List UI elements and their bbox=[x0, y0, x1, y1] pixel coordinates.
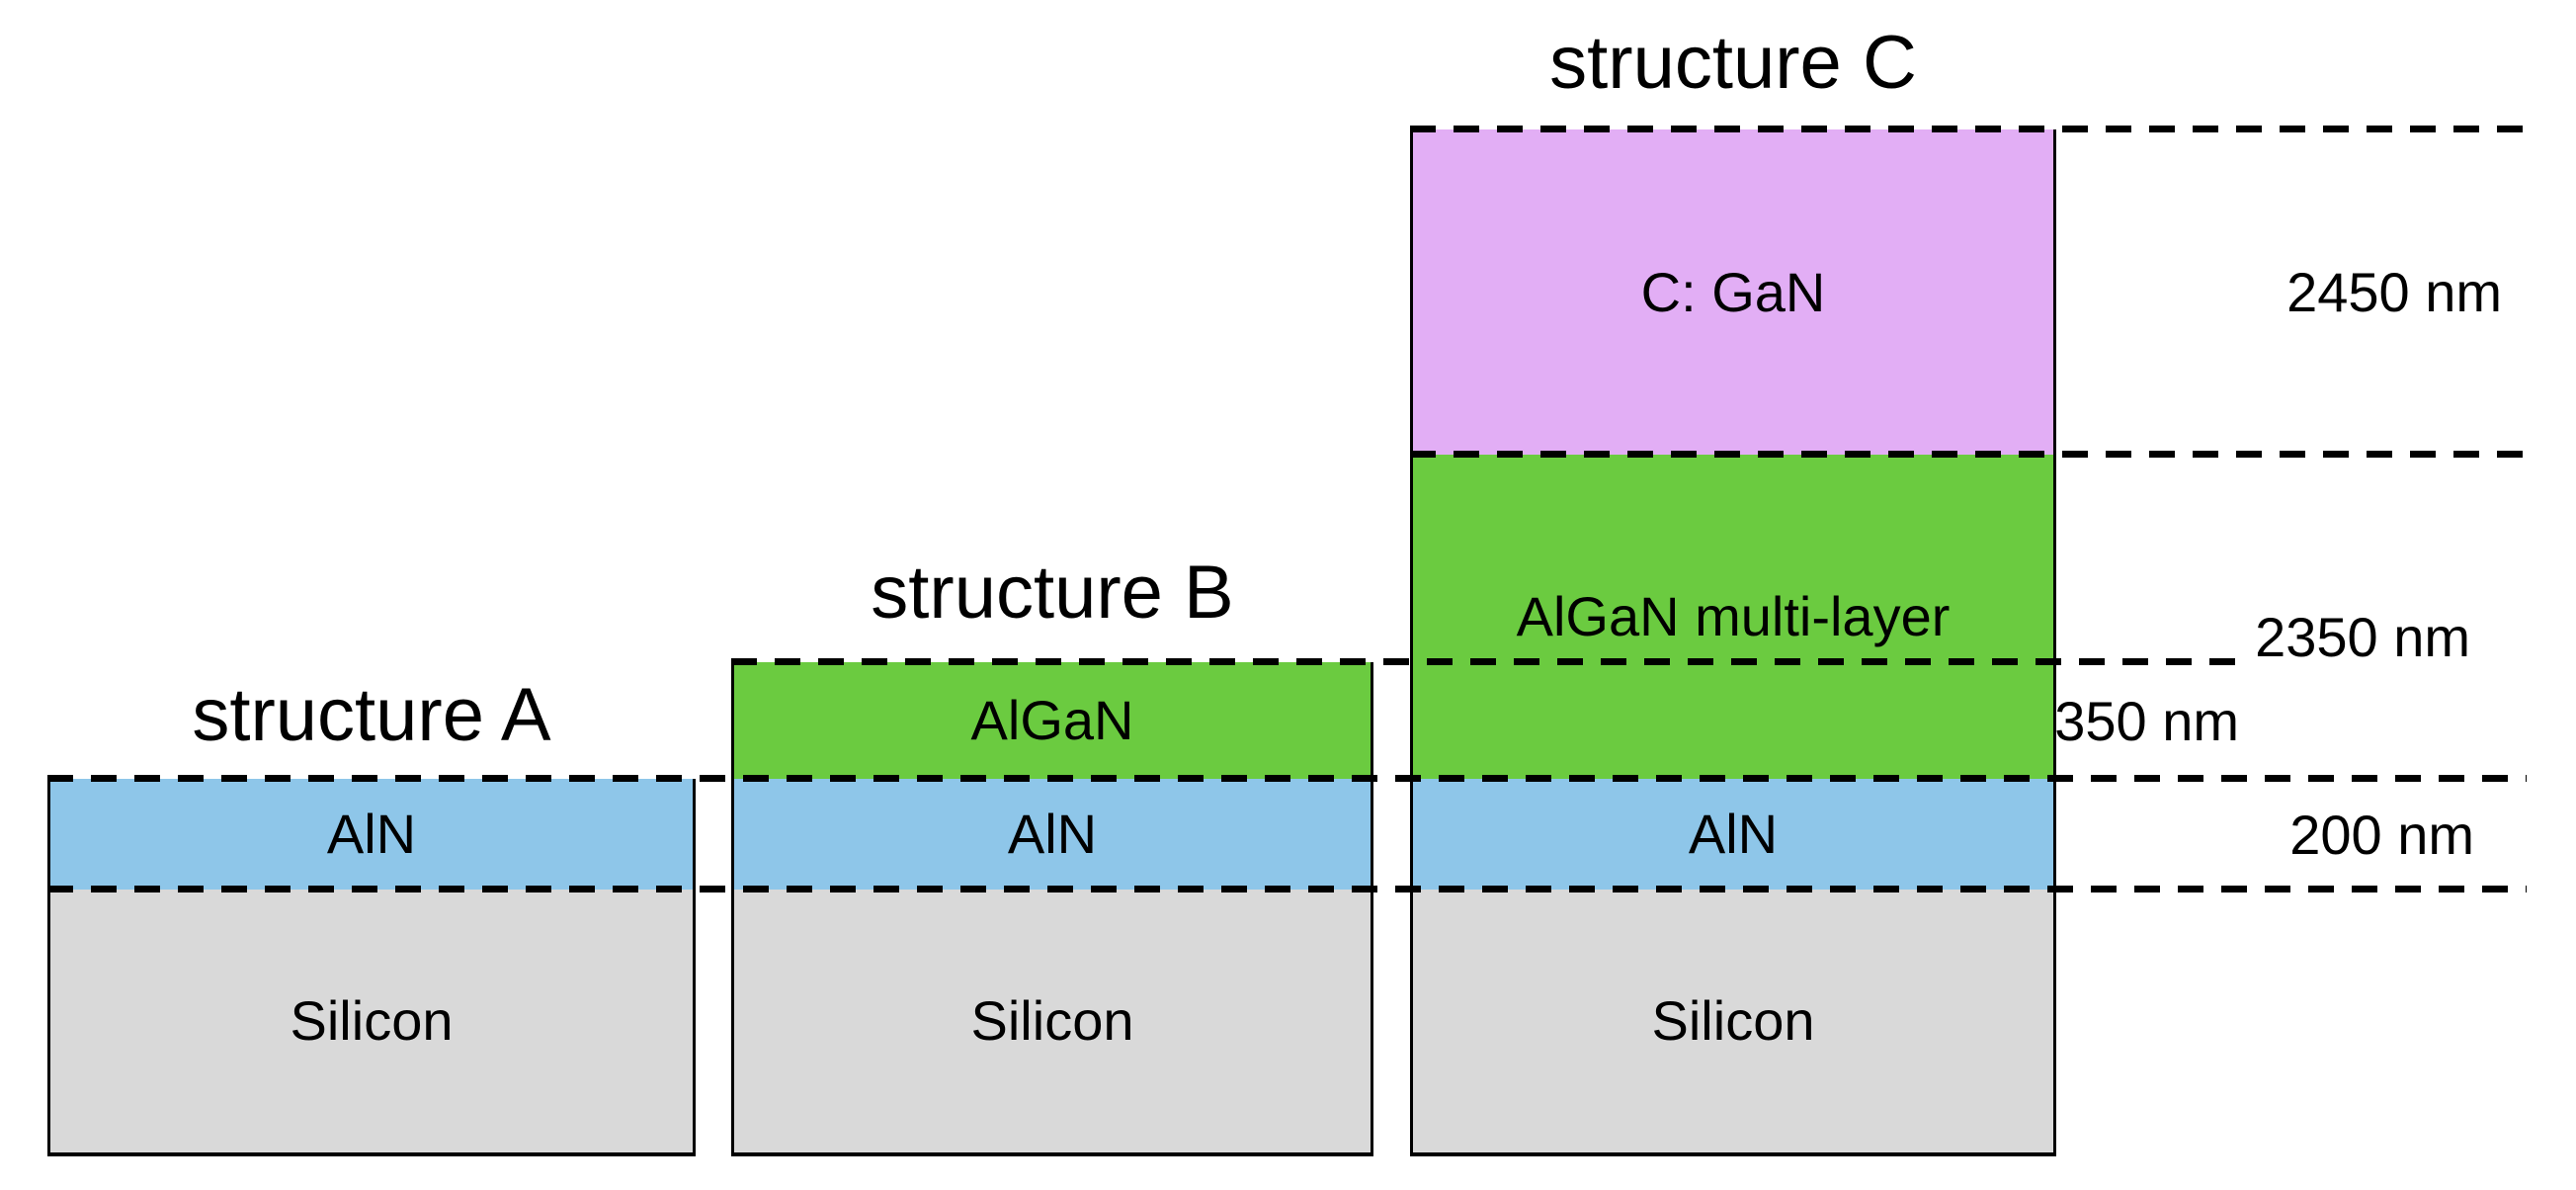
structure-b-aln-label: AlN bbox=[1007, 803, 1098, 865]
algan-thickness-dimension-label: 350 nm bbox=[2054, 690, 2239, 752]
structure-a-silicon-label: Silicon bbox=[290, 989, 454, 1052]
gan-thickness-dimension-label: 2450 nm bbox=[2286, 261, 2502, 323]
aln-bottom-boundary-line bbox=[47, 886, 2527, 892]
structure-b-algan-layer: AlGaN bbox=[731, 662, 1373, 779]
structure-a-silicon-layer: Silicon bbox=[47, 890, 696, 1156]
aln-top-boundary-line bbox=[47, 775, 2527, 782]
gan-top-boundary-line bbox=[1410, 126, 2527, 132]
algan-multi-thickness-dimension-label: 2350 nm bbox=[2255, 606, 2470, 668]
structure-c-gan-label: C: GaN bbox=[1640, 260, 1826, 323]
structure-b-aln-layer: AlN bbox=[731, 779, 1373, 890]
structure-c-aln-label: AlN bbox=[1688, 803, 1779, 865]
structure-a-aln-label: AlN bbox=[326, 803, 417, 865]
structure-b-algan-label: AlGaN bbox=[970, 689, 1134, 751]
gan-bottom-boundary-line bbox=[1410, 451, 2527, 458]
structure-c-title: structure C bbox=[1549, 21, 1917, 105]
aln-thickness-dimension-label: 200 nm bbox=[2289, 804, 2474, 866]
structure-a-title: structure A bbox=[192, 673, 551, 757]
structure-a-aln-layer: AlN bbox=[47, 779, 696, 890]
algan-top-boundary-line bbox=[731, 658, 2243, 665]
structure-c-algan-multi-label: AlGaN multi-layer bbox=[1516, 585, 1951, 647]
structure-c-algan-multi-layer: AlGaN multi-layer bbox=[1410, 455, 2056, 779]
structure-c-gan-layer: C: GaN bbox=[1410, 129, 2056, 455]
structure-c-aln-layer: AlN bbox=[1410, 779, 2056, 890]
structure-b-silicon-layer: Silicon bbox=[731, 890, 1373, 1156]
structure-b-silicon-label: Silicon bbox=[970, 989, 1134, 1052]
structure-c-silicon-label: Silicon bbox=[1651, 989, 1815, 1052]
structure-b-title: structure B bbox=[871, 551, 1234, 635]
structure-c-silicon-layer: Silicon bbox=[1410, 890, 2056, 1156]
